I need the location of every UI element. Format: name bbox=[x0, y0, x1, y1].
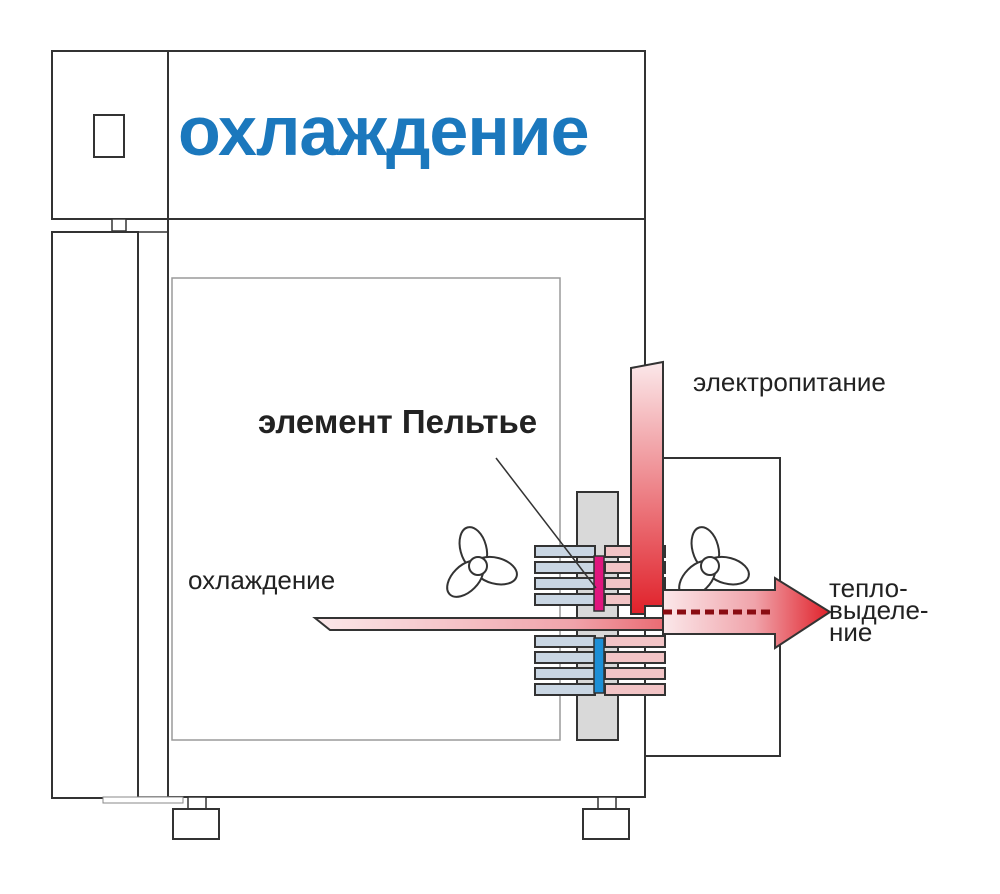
door bbox=[51, 231, 139, 799]
peltier-hot-strip bbox=[593, 555, 605, 612]
power-supply-label: электропитание bbox=[693, 367, 886, 397]
power-arrow bbox=[630, 360, 664, 615]
heat-release-line-1: тепло- bbox=[829, 573, 908, 603]
peltier-mount-plate bbox=[576, 491, 619, 741]
peltier-leader-line bbox=[495, 457, 597, 589]
heat-arrow bbox=[662, 576, 832, 650]
foot-right bbox=[582, 808, 630, 840]
foot-left bbox=[172, 808, 220, 840]
inner-chamber bbox=[171, 277, 561, 741]
heat-release-line-2: выделе- bbox=[829, 594, 929, 625]
foot-right-stem bbox=[597, 796, 617, 810]
heat-release-label: тепло- выделе- ние bbox=[829, 573, 929, 647]
display-icon bbox=[93, 114, 125, 158]
control-panel bbox=[51, 50, 646, 220]
peltier-cold-strip bbox=[593, 637, 605, 694]
cooling-label: охлаждение bbox=[188, 565, 336, 595]
peltier-element-label: элемент Пельтье bbox=[258, 403, 538, 440]
heat-release-line-3: ние bbox=[829, 616, 873, 647]
foot-left-stem bbox=[187, 796, 207, 810]
page-title: охлаждение bbox=[178, 92, 590, 170]
